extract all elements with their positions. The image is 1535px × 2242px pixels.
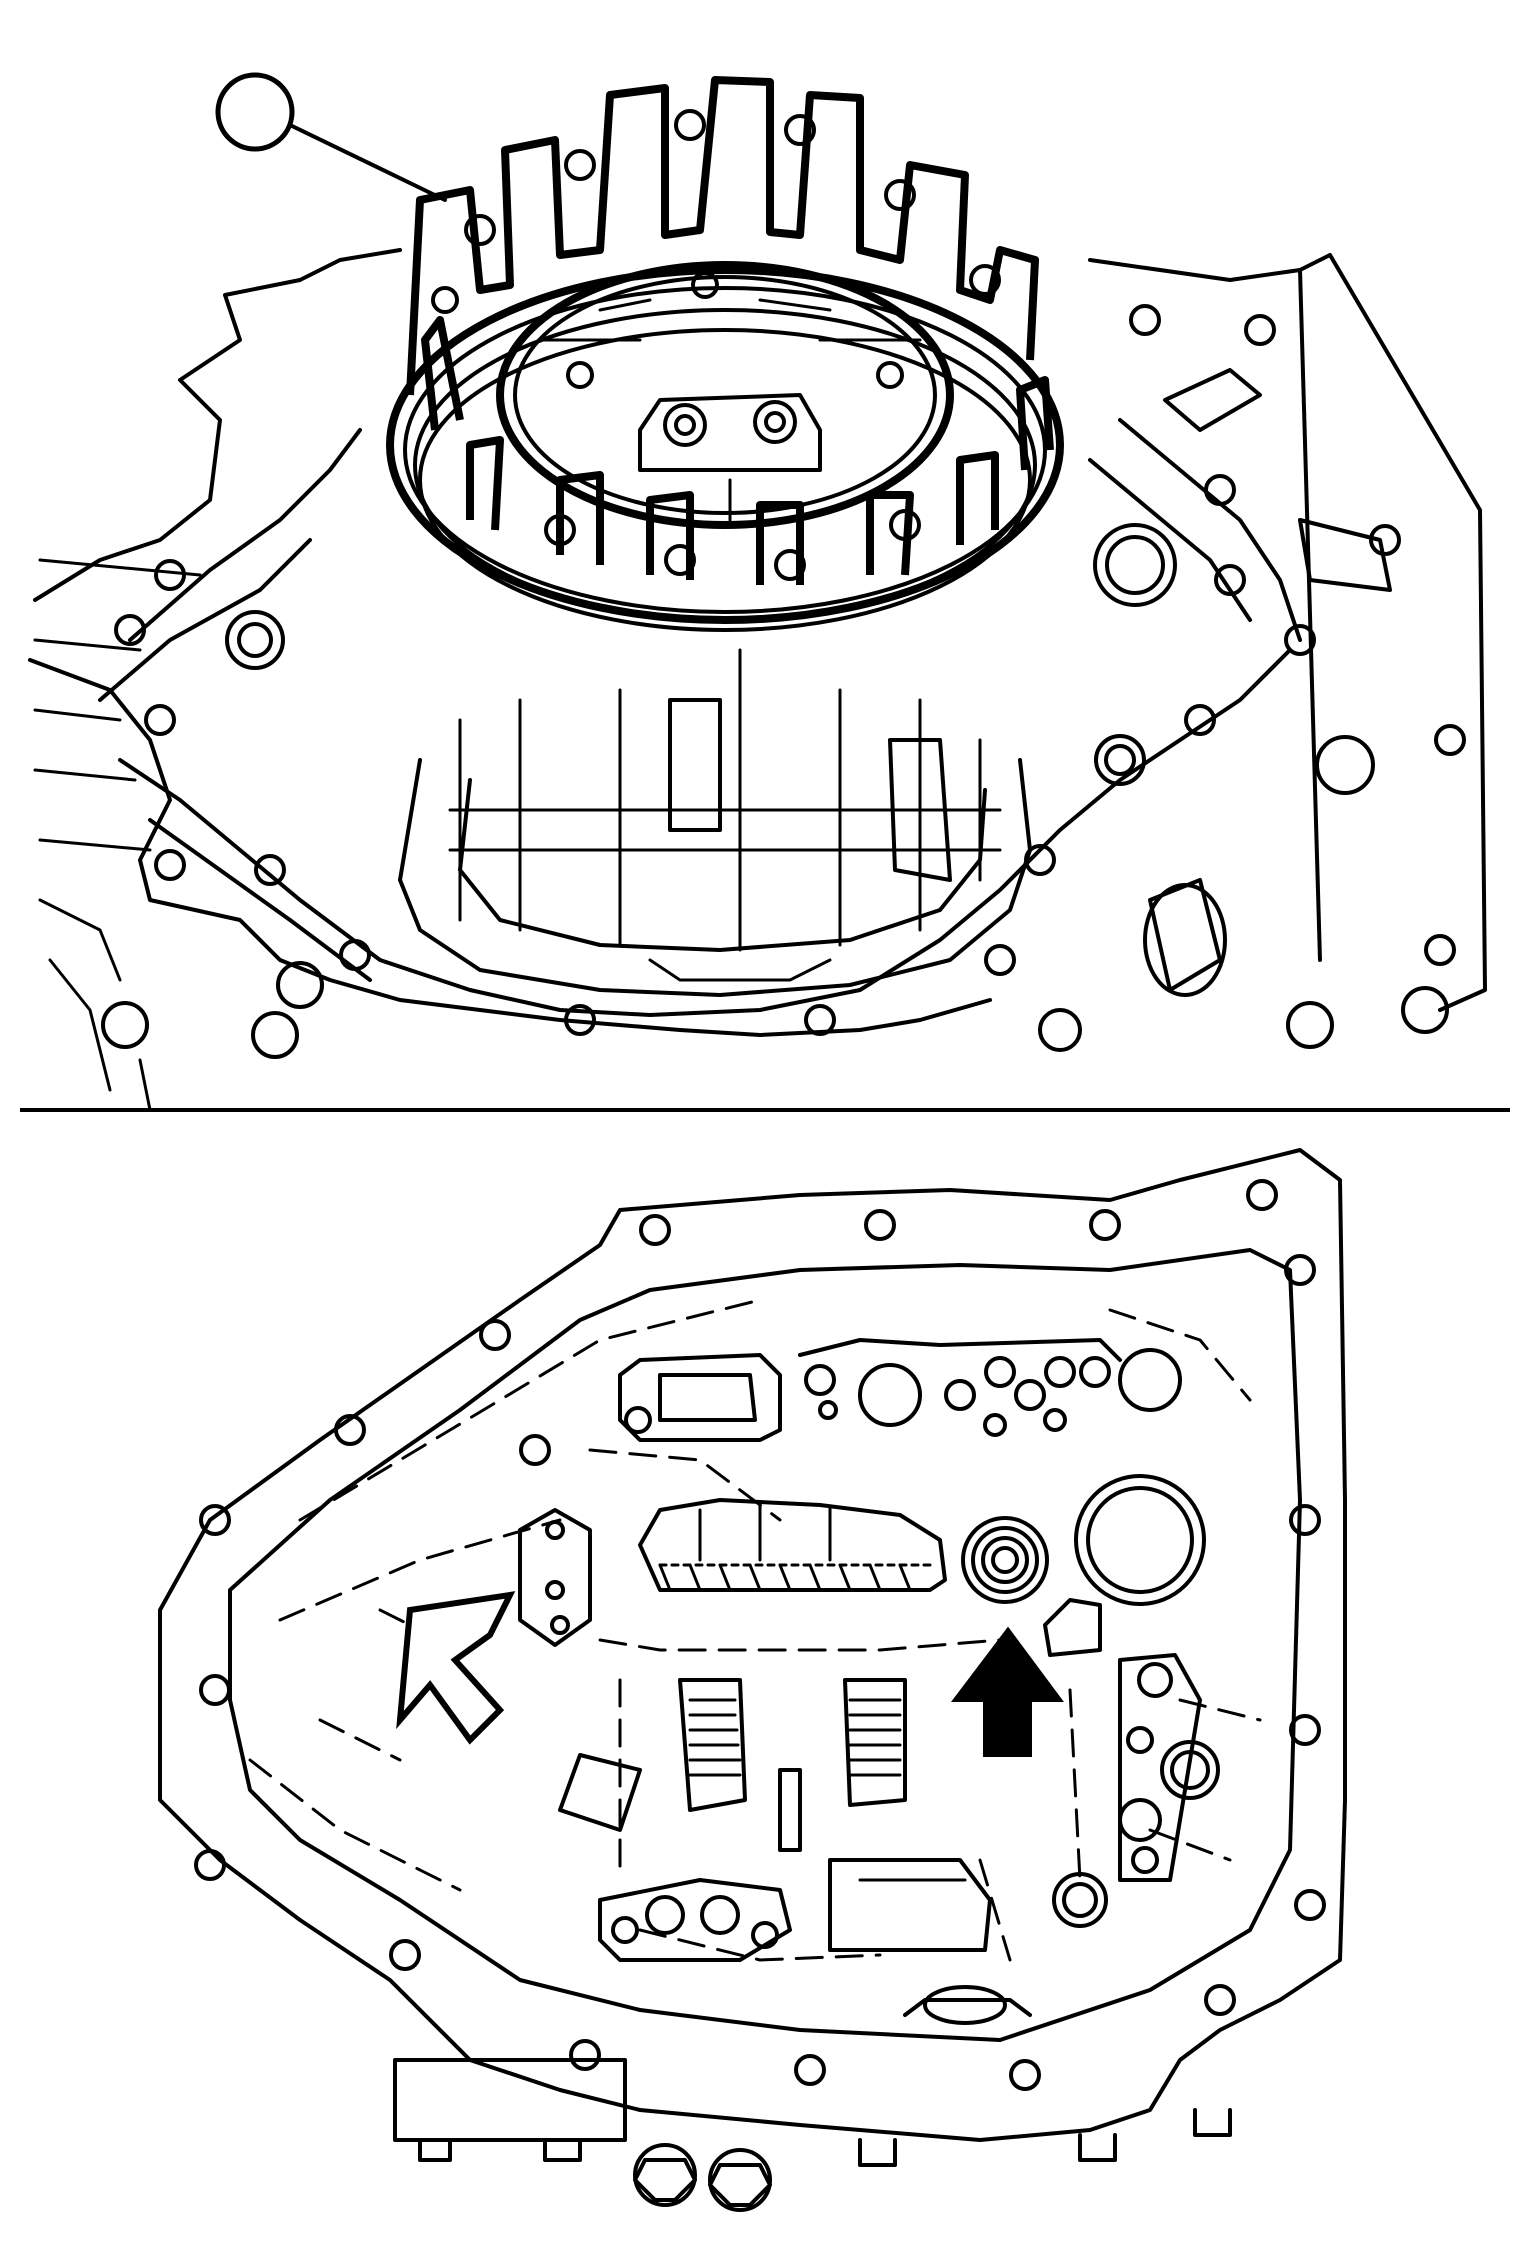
arrow-outlined — [396, 1591, 516, 1745]
top-panel-transmission-case — [28, 72, 1487, 1112]
arrow-filled — [950, 1626, 1064, 1757]
flange-bolt-holes — [114, 304, 1466, 1036]
clutch-bore — [398, 648, 1032, 997]
seal-plug — [961, 1516, 1049, 1604]
oil-port-group-upper — [618, 1338, 1182, 1442]
locating-plate — [518, 1508, 592, 1647]
clutch-drum-part-1 — [386, 76, 1064, 632]
large-bore — [1074, 1474, 1206, 1606]
port-group-right — [1052, 1653, 1220, 1928]
detent-sector — [638, 1498, 947, 1592]
port-group-lower-left — [598, 1878, 792, 1962]
cover-bottom-lugs — [393, 2058, 1232, 2212]
valve-body-pads — [558, 1678, 992, 1952]
callout-1 — [215, 72, 447, 202]
bottom-panel-case-cover — [158, 1148, 1347, 2212]
cover-bolt-holes — [194, 1179, 1326, 2091]
cover-outline — [158, 1148, 1347, 2142]
